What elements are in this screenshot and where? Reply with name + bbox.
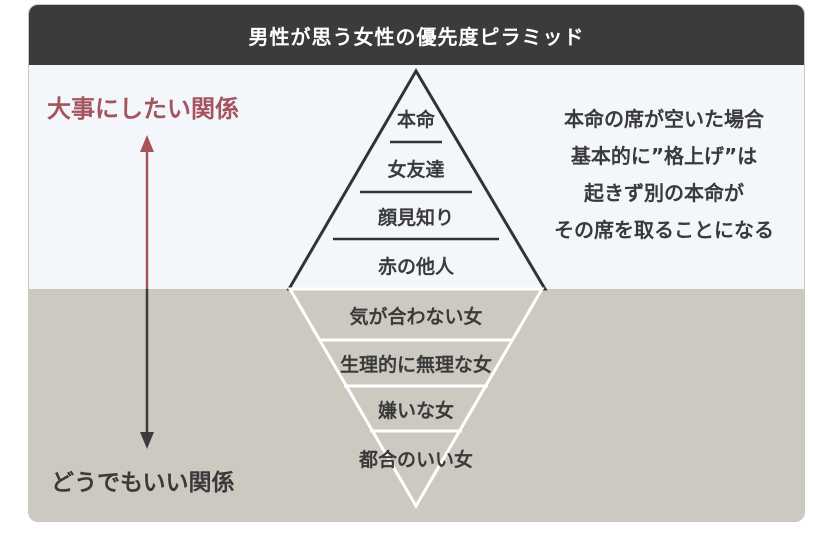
pyramid-card: 男性が思う女性の優先度ピラミッド 大事にしたい関係 どうでもいい関係 本命 女友… [28, 4, 805, 522]
arrow-down-head [140, 432, 154, 449]
inverted-level-3: 嫌いな女 [377, 400, 454, 422]
pyramid-level-1: 本命 [396, 109, 435, 131]
note-line: 本命の席が空いた場合 [564, 107, 764, 131]
note-line: 起きず別の本命が [584, 181, 744, 205]
pyramid-graphic [140, 68, 548, 509]
note-line: 基本的に”格上げ”は [570, 144, 758, 168]
inverted-level-4: 都合のいい女 [358, 449, 473, 471]
inverted-level-2: 生理的に無理な女 [339, 354, 492, 376]
side-note: 本命の席が空いた場合 基本的に”格上げ”は 起きず別の本命が その席を取ることに… [529, 101, 799, 249]
diagram-title: 男性が思う女性の優先度ピラミッド [29, 5, 804, 65]
important-label: 大事にしたい関係 [47, 95, 239, 123]
note-line: その席を取ることになる [554, 218, 774, 242]
arrow-up-head [140, 135, 154, 152]
pyramid-level-4: 赤の他人 [377, 256, 454, 278]
inverted-level-1: 気が合わない女 [349, 306, 483, 328]
pyramid-level-2: 女友達 [387, 159, 445, 181]
unimportant-label: どうでもいい関係 [51, 470, 235, 496]
important-zone [29, 65, 804, 289]
pyramid-level-3: 顔見知り [377, 207, 454, 229]
inverted-triangle [287, 287, 545, 509]
